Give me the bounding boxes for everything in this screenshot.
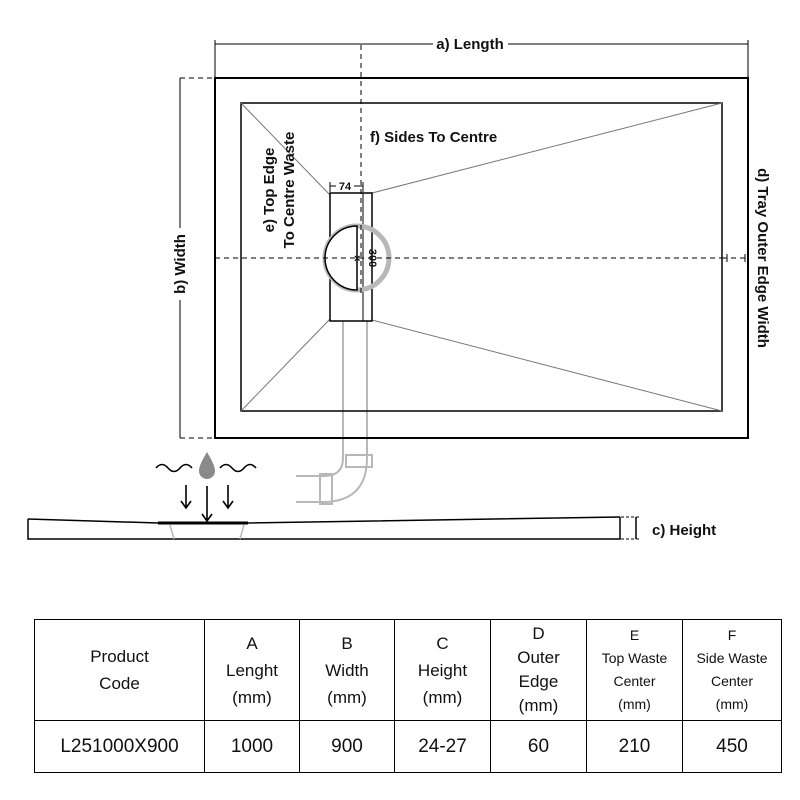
header-a-length: A Lenght (mm)	[204, 619, 300, 721]
outer-edge-label: d) Tray Outer Edge Width	[754, 168, 771, 348]
cell-height: 24-27	[394, 720, 491, 773]
cell-length: 1000	[204, 720, 300, 773]
header-f-side-waste-center: F Side Waste Center (mm)	[682, 619, 782, 721]
dim-300-label: 300	[366, 249, 378, 267]
water-flow-icon	[155, 463, 257, 523]
waste-width-dimension	[329, 182, 364, 192]
length-label: a) Length	[436, 36, 504, 53]
centre-lines	[180, 45, 745, 439]
cell-outer-edge: 60	[490, 720, 587, 773]
cell-top-waste-center: 210	[586, 720, 683, 773]
dim-74-label: 74	[339, 181, 352, 193]
cell-width: 900	[299, 720, 395, 773]
water-drop-icon	[199, 452, 215, 479]
table-row: L251000X900 1000 900 24-27 60 210 450	[34, 720, 782, 773]
cell-product-code: L251000X900	[34, 720, 205, 773]
waste-trap-profile	[169, 524, 245, 540]
tray-side-profile	[27, 516, 621, 540]
header-b-width: B Width (mm)	[299, 619, 395, 721]
svg-text:×: ×	[354, 253, 360, 265]
header-product-code: Product Code	[34, 619, 205, 721]
height-label: c) Height	[652, 522, 716, 539]
top-edge-label-line1: e) Top Edge	[261, 148, 278, 233]
width-label: b) Width	[172, 234, 189, 294]
length-dimension	[214, 40, 749, 78]
height-dimension	[621, 516, 641, 540]
waste-pipe	[296, 289, 373, 505]
shower-tray-diagram: × a) Length b) Width d) Tray Outer Edge …	[27, 36, 771, 540]
top-edge-label-line2: To Centre Waste	[281, 132, 298, 249]
header-d-outer-edge: D Outer Edge (mm)	[490, 619, 587, 721]
header-e-top-waste-center: E Top Waste Center (mm)	[586, 619, 683, 721]
tray-inner-rim	[240, 102, 723, 412]
cell-side-waste-center: 450	[682, 720, 782, 773]
spec-table: Product Code A Lenght (mm) B Width (mm) …	[34, 619, 782, 773]
header-c-height: C Height (mm)	[394, 619, 491, 721]
slope-lines	[240, 102, 723, 412]
sides-label: f) Sides To Centre	[370, 129, 497, 146]
outer-edge-dimension	[726, 254, 746, 262]
table-header-row: Product Code A Lenght (mm) B Width (mm) …	[34, 619, 782, 721]
